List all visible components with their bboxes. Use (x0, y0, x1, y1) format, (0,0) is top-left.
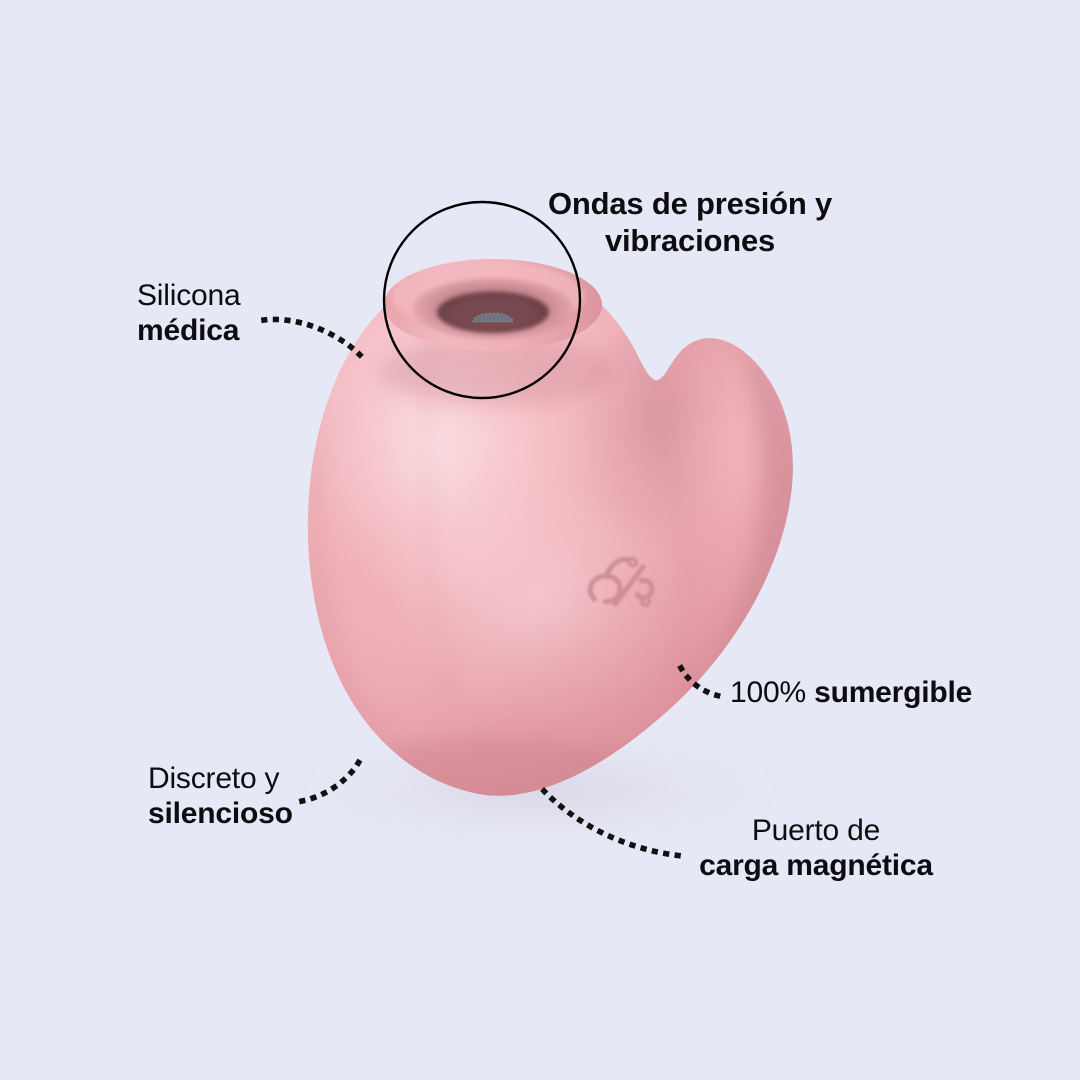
body-highlight-secondary (390, 480, 690, 720)
satisfyer-logo-icon (587, 556, 655, 607)
right-lobe-shading (648, 339, 791, 700)
bottom-tip-shadow (360, 736, 640, 796)
pressure-wave-nozzle (384, 259, 602, 351)
right-edge-shadow (690, 348, 793, 692)
